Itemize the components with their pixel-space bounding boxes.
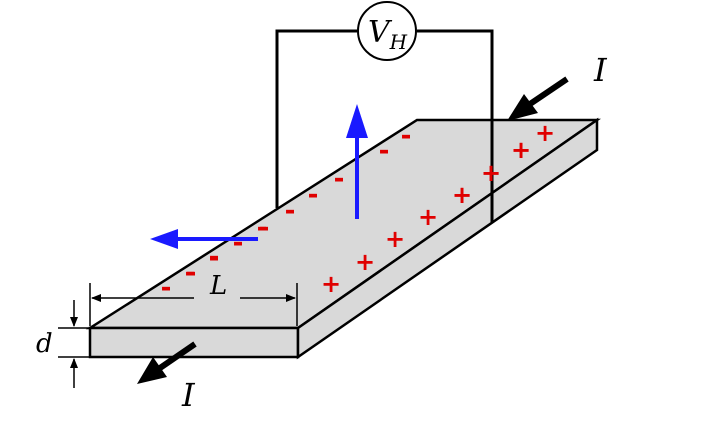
plus-charge: + [355, 248, 375, 276]
left-wire [275, 29, 357, 208]
length-label: L [209, 271, 227, 301]
slab-front-face [88, 326, 300, 359]
plus-charge: + [452, 181, 472, 209]
minus-charge: - [334, 164, 345, 194]
plus-charge: + [481, 159, 501, 187]
minus-charge: - [185, 258, 196, 288]
force-arrow [150, 229, 258, 249]
plus-charge: + [385, 225, 405, 253]
minus-charge: - [209, 242, 220, 272]
minus-charge: - [161, 273, 172, 303]
voltmeter-label: VH [368, 15, 408, 54]
current-out-head [137, 357, 167, 384]
positive-charges: +++++++++++ [321, 119, 555, 298]
plus-charge: + [481, 159, 501, 187]
current-out-shaft [158, 341, 197, 371]
minus-charge: - [209, 243, 220, 273]
minus-charge: - [308, 180, 319, 210]
minus-charge: - [401, 121, 412, 151]
plus-charge: + [321, 270, 341, 298]
plus-charge: + [452, 181, 472, 209]
current-in-shaft [528, 76, 569, 107]
plus-charge: + [418, 203, 438, 231]
thickness-dimension: d [36, 300, 90, 388]
minus-charge: - [285, 196, 296, 226]
minus-charge: - [379, 136, 390, 166]
minus-charge: - [186, 258, 197, 288]
magnetic-field-arrow [346, 104, 368, 219]
minus-charge: - [259, 213, 270, 243]
plus-charge: + [511, 136, 531, 164]
voltmeter-circle [357, 1, 417, 61]
force-arrow-head [150, 229, 178, 249]
current-label-top: I [593, 51, 608, 89]
conductor-slab [85, 117, 601, 360]
plus-charge: + [511, 136, 531, 164]
current-arrow-in [507, 76, 569, 121]
current-arrow-out [137, 341, 197, 384]
current-in-head [507, 94, 538, 121]
current-label-bottom: I [181, 376, 196, 414]
plus-charge: + [535, 119, 555, 147]
field-arrow-head [346, 104, 368, 138]
minus-charge: - [233, 228, 244, 258]
slab-side-face [296, 117, 599, 360]
length-dimension: L [89, 271, 298, 326]
voltmeter: VH [357, 1, 417, 61]
negative-charges: ------------- [161, 121, 412, 303]
minus-charge: - [257, 213, 268, 243]
thickness-label: d [36, 329, 53, 359]
